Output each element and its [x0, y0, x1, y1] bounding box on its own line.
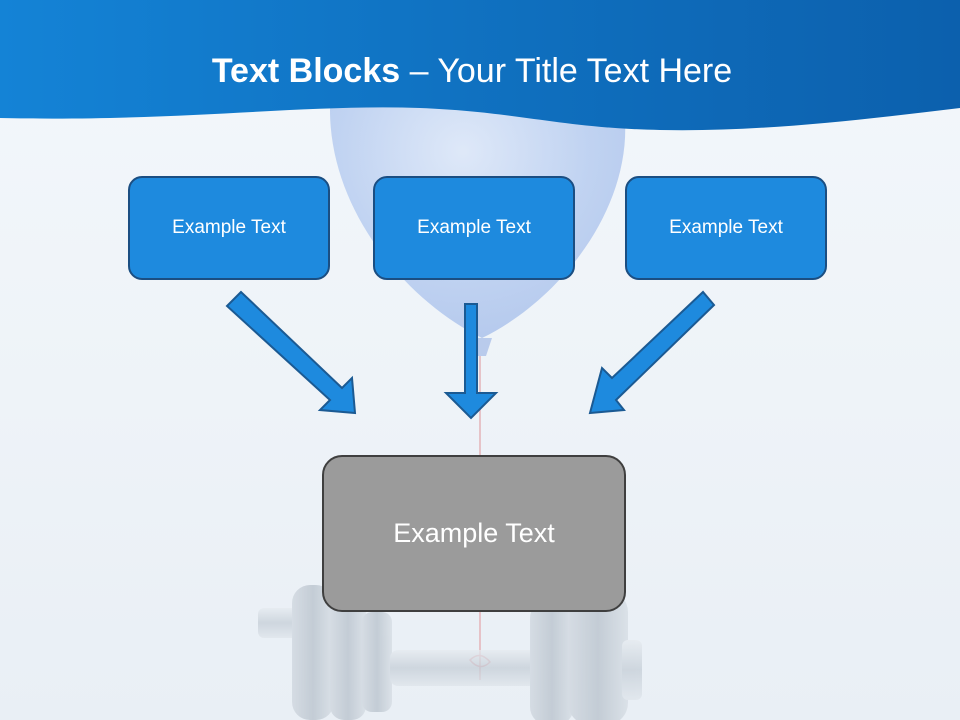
text-box-left-label: Example Text	[172, 217, 286, 238]
center-text-box[interactable]: Example Text	[322, 455, 626, 612]
page-title: Text Blocks – Your Title Text Here	[0, 52, 944, 91]
center-text-box-label: Example Text	[393, 518, 555, 548]
title-band	[0, 0, 960, 131]
text-box-middle-label: Example Text	[417, 217, 531, 238]
arrow-right-diagonal[interactable]	[588, 290, 716, 415]
text-box-left[interactable]: Example Text	[128, 176, 330, 280]
dumbbell	[258, 585, 642, 720]
arrow-left-diagonal[interactable]	[225, 290, 357, 415]
text-box-middle[interactable]: Example Text	[373, 176, 575, 280]
arrow-center-down[interactable]	[443, 303, 499, 420]
title-bold-part: Text Blocks	[211, 52, 401, 90]
text-box-right-label: Example Text	[669, 217, 783, 238]
text-box-right[interactable]: Example Text	[625, 176, 827, 280]
title-rest-part: – Your Title Text Here	[409, 52, 733, 90]
